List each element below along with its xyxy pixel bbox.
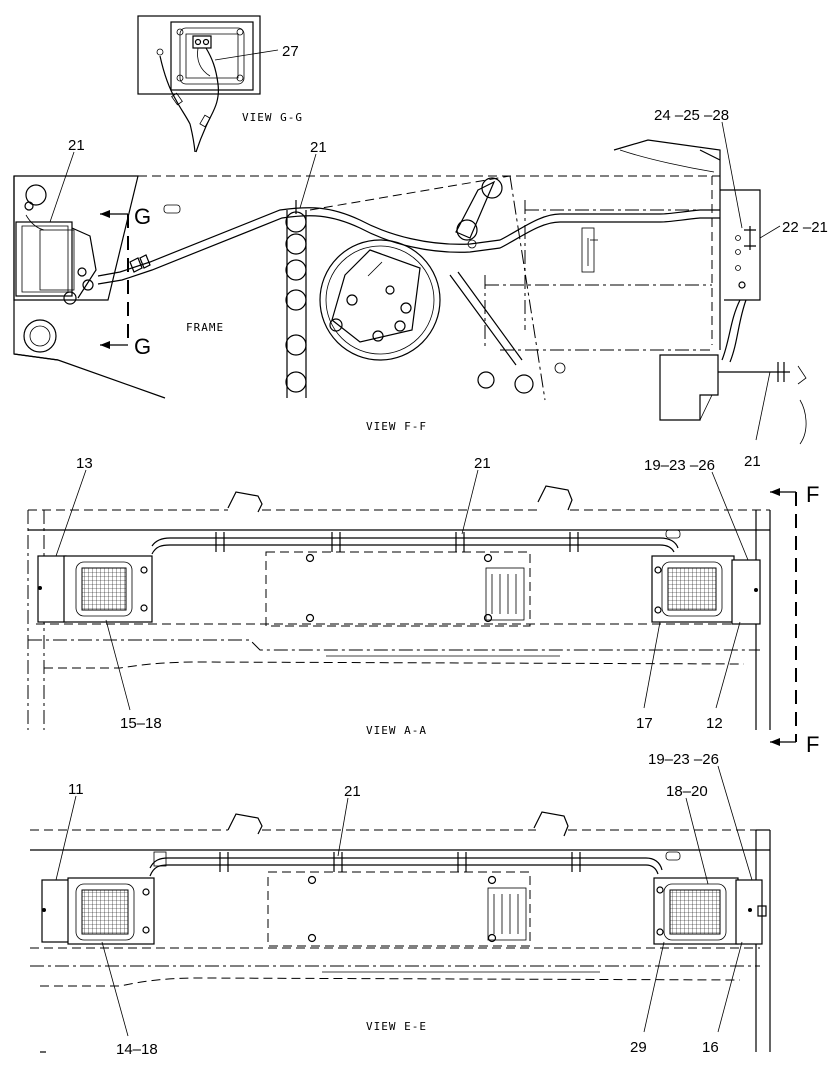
callout-21-a: 21 [474,455,491,472]
callout-21-low: 21 [744,453,761,470]
section-letter-f-bottom: F [806,732,819,757]
callout-16: 16 [702,1039,719,1056]
callout-19-23-26-e: 19–23 –26 [648,751,719,768]
callout-18-20: 18–20 [666,783,708,800]
callout-29: 29 [630,1039,647,1056]
view-a-a [27,485,797,746]
section-letter-f-top: F [806,482,819,507]
frame-label: FRAME [186,321,224,334]
view-g-title: VIEW G-G [242,111,303,124]
view-e-e [30,811,771,1053]
callout-19-23-26-a: 19–23 –26 [644,457,715,474]
callout-27: 27 [282,43,299,60]
view-g-g [137,15,279,153]
view-f-title: VIEW F-F [366,420,427,433]
view-e-title: VIEW E-E [366,1020,427,1033]
callout-21-e: 21 [344,783,361,800]
callout-13: 13 [76,455,93,472]
section-letter-g-bottom: G [134,334,151,359]
callout-15-18: 15–18 [120,715,162,732]
callout-12: 12 [706,715,723,732]
view-f-f [13,139,807,445]
callout-21-mid: 21 [310,139,327,156]
callout-14-18: 14–18 [116,1041,158,1058]
callout-21-left: 21 [68,137,85,154]
callout-22-21: 22 –21 [782,219,828,236]
section-letter-g-top: G [134,204,151,229]
callout-11: 11 [68,781,84,798]
callout-24-25-28: 24 –25 –28 [654,107,729,124]
callout-17: 17 [636,715,653,732]
view-a-title: VIEW A-A [366,724,427,737]
